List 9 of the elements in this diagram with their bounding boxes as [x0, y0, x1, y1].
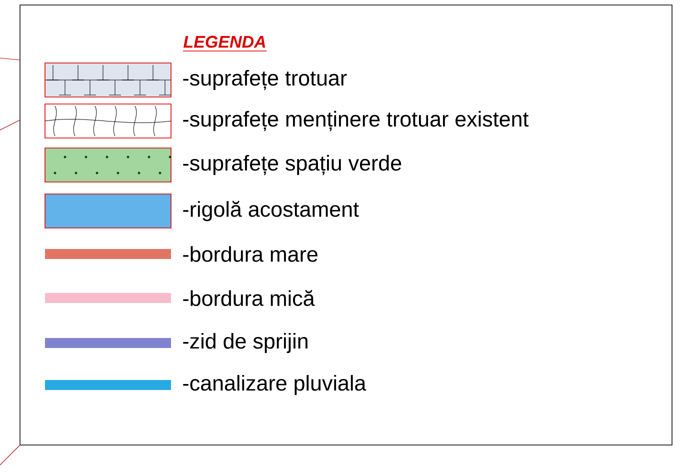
legend-label: -bordura mare [183, 246, 318, 262]
legend-label: -canalizare pluviala [183, 374, 366, 396]
legend-label: -zid de sprijin [183, 332, 308, 354]
legend-title: LEGENDA [184, 36, 266, 48]
legend-label: -suprafețe menținere trotuar existent [183, 110, 529, 132]
legend-label: -suprafețe spațiu verde [183, 154, 402, 176]
legend-label: -rigolă acostament [183, 200, 359, 222]
legend-label: -bordura mică [183, 290, 315, 306]
legend-label: -suprafețe trotuar [183, 70, 347, 90]
